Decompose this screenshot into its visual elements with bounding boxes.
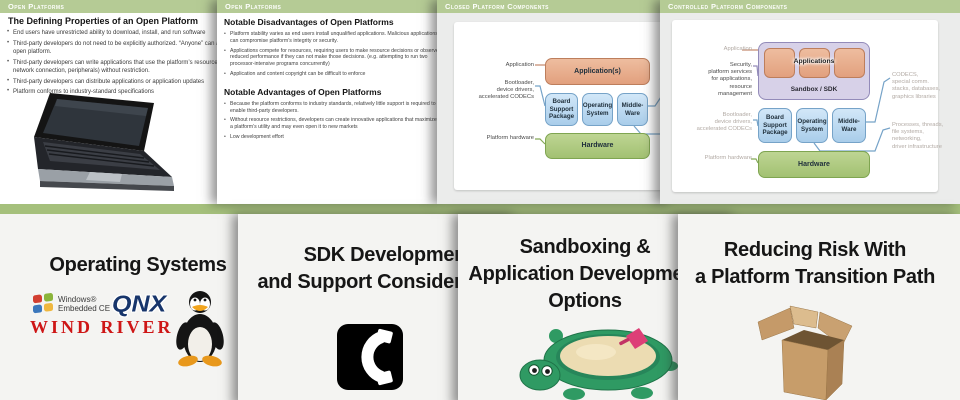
slide-body: Notable Disadvantages of Open Platforms …: [224, 17, 439, 144]
bullet-item: Low development effort: [224, 134, 440, 141]
box-application-3: [834, 48, 865, 78]
label-platform-hardware: Platform hardware: [704, 155, 752, 161]
box-application-2: [799, 48, 830, 78]
slide-title: The Defining Properties of an Open Platf…: [8, 16, 199, 26]
title-line: Reducing Risk With: [723, 239, 907, 261]
windows-text-line: Embedded CE: [58, 303, 111, 313]
label-application: Application: [723, 46, 752, 52]
cardboard-box-image: [757, 305, 853, 400]
slide-header: Open Platforms: [217, 0, 439, 13]
label-application: Application: [505, 62, 534, 68]
label-security-services: Security, platform services for applicat…: [708, 62, 752, 97]
label-bootloader: Bootloader, device drivers, accelerated …: [696, 112, 752, 133]
slide-header-label: Open Platforms: [225, 2, 282, 11]
label-processes: Processes, threads, file systems, networ…: [892, 122, 944, 150]
windows-embedded-ce-text: Windows® Embedded CE: [58, 295, 110, 313]
diagram-panel: Application Bootloader, device drivers, …: [454, 22, 666, 190]
bullet-line: network connection, peripherals) without…: [13, 67, 150, 74]
box-board-support-package: Board Support Package: [545, 93, 578, 126]
bullet-line: End users have unrestricted ability to d…: [13, 30, 206, 36]
slide-header-label: Open Platforms: [8, 2, 65, 11]
bullet-item: Without resource restrictions, developer…: [224, 117, 440, 131]
label-platform-hardware: Platform hardware: [486, 135, 534, 141]
slide-title: Operating Systems: [0, 252, 276, 279]
label-bootloader: Bootloader, device drivers, accelerated …: [478, 80, 534, 101]
title-line: Application Development: [468, 263, 702, 285]
bullet-item: Third-party developers can write applica…: [7, 59, 275, 75]
bullet-line: Third-party developers can write applica…: [13, 59, 239, 66]
box-applications: Application(s): [545, 58, 650, 85]
windows-embedded-ce-logo: Windows® Embedded CE: [33, 292, 110, 315]
slide-header: Closed Platform Components: [437, 0, 673, 13]
slide-header-label: Controlled Platform Components: [668, 2, 788, 11]
box-operating-system: Operating System: [796, 108, 828, 143]
slide-operating-systems: Operating Systems Windows® Embedded CE Q…: [0, 214, 280, 400]
title-line: Operating Systems: [49, 254, 227, 276]
bullet-list: End users have unrestricted ability to d…: [7, 29, 275, 99]
windows-flag-icon: [33, 292, 54, 315]
title-line: and Support Considerations: [257, 271, 519, 293]
bullet-line: open platform.: [13, 48, 52, 55]
slide-controlled-platform-components: Controlled Platform Components Applicati…: [660, 0, 960, 204]
windows-text-line: Windows®: [58, 294, 97, 304]
title-line: SDK Development: [303, 244, 473, 266]
slide-title: Sandboxing & Application Development Opt…: [458, 234, 712, 315]
bullet-item: Platform stability varies as end users i…: [224, 31, 440, 45]
box-hardware: Hardware: [758, 151, 870, 178]
turtle-sandbox-image: [519, 328, 678, 400]
sandbox-sdk-label: Sandbox / SDK: [790, 86, 838, 93]
title-line: a Platform Transition Path: [694, 266, 936, 288]
box-applications-label: Applications: [793, 58, 835, 65]
slide-title: Reducing Risk With a Platform Transition…: [678, 237, 952, 291]
slide-header: Open Platforms: [0, 0, 275, 13]
title-line: Sandboxing &: [519, 236, 651, 258]
wind-river-logo: WIND RIVER: [30, 317, 174, 337]
diagram-panel: Application Security, platform services …: [672, 20, 943, 192]
box-hardware: Hardware: [545, 133, 650, 159]
slide-header: Controlled Platform Components: [660, 0, 960, 13]
bullet-item: Third-party developers can distribute ap…: [7, 78, 275, 86]
slide-header-label: Closed Platform Components: [445, 2, 549, 11]
slide-body: Application Security, platform services …: [660, 13, 960, 204]
box-operating-system: Operating System: [582, 93, 613, 126]
title-line: Options: [548, 290, 622, 312]
slide-open-platform-pros-cons: Open Platforms Notable Disadvantages of …: [217, 0, 439, 204]
bullet-line: Third-party developers can distribute ap…: [13, 78, 205, 85]
linux-tux-icon: [176, 291, 224, 367]
bullet-line: Platform conforms to industry-standard s…: [13, 89, 155, 96]
section-title: Notable Advantages of Open Platforms: [224, 86, 382, 97]
section-title: Notable Disadvantages of Open Platforms: [224, 17, 394, 27]
bullet-item: Application and content copyright can be…: [224, 71, 440, 78]
box-application-1: [764, 48, 795, 78]
slide-body: Application Bootloader, device drivers, …: [437, 13, 673, 204]
slide-title: SDK Development and Support Consideratio…: [238, 242, 538, 296]
bullet-item: Because the platform conforms to industr…: [224, 101, 440, 115]
label-codecs: CODECS, special comm. stacks, databases,…: [892, 72, 941, 100]
box-middleware: Middle- Ware: [832, 108, 866, 143]
slide-closed-platform-components: Closed Platform Components Application B…: [437, 0, 673, 204]
slide-reducing-risk: Reducing Risk With a Platform Transition…: [678, 214, 960, 400]
laptop-image: [34, 93, 174, 191]
bullet-item: End users have unrestricted ability to d…: [7, 29, 275, 37]
bullet-item: Platform conforms to industry-standard s…: [7, 88, 275, 96]
telephone-handset-icon: [337, 324, 403, 390]
qnx-logo: QNX: [112, 291, 167, 317]
bullet-item: Applications compete for resources, requ…: [224, 48, 440, 68]
box-board-support-package: Board Support Package: [758, 108, 792, 143]
box-middleware: Middle- Ware: [617, 93, 648, 126]
bullet-line: Third-party developers do not need to be…: [13, 40, 240, 47]
bullet-item: Third-party developers do not need to be…: [7, 40, 275, 56]
